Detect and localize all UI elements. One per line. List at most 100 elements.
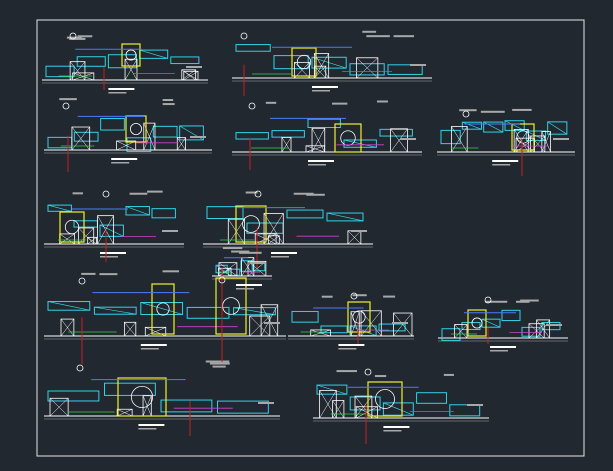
annotation-mark	[321, 295, 333, 298]
equipment-block	[294, 61, 310, 79]
equipment-cross	[263, 213, 284, 245]
view-02	[232, 30, 432, 96]
equipment-block	[541, 131, 551, 153]
fan-wheel-icon	[352, 310, 366, 324]
view-title-mark	[236, 284, 262, 286]
annotation-mark	[265, 101, 277, 104]
fan-wheel-icon	[130, 385, 154, 409]
fan-wheel-icon	[471, 317, 483, 329]
annotation-mark	[222, 247, 243, 250]
fan-wheel-icon	[222, 297, 240, 315]
view-bubble-icon	[462, 110, 470, 118]
annotation-mark	[546, 324, 562, 326]
equipment-cross	[49, 398, 69, 417]
view-scale-mark	[100, 256, 118, 258]
equipment-cross	[314, 53, 329, 79]
view-01	[42, 32, 208, 94]
duct-segment	[233, 307, 276, 316]
equipment-block	[71, 126, 91, 151]
view-03	[44, 98, 212, 172]
duct-segment	[93, 306, 137, 315]
annotation-mark	[362, 30, 377, 33]
duct-segment	[286, 209, 324, 219]
annotation-mark	[336, 370, 357, 373]
ahu-housing	[151, 283, 175, 335]
view-title-mark	[140, 344, 167, 346]
duct-segment	[387, 64, 423, 75]
annotation-mark	[383, 295, 396, 298]
annotation-mark	[351, 230, 367, 232]
duct-segment	[100, 118, 125, 131]
annotation-mark	[69, 37, 86, 40]
view-12	[313, 368, 489, 444]
equipment-cross	[347, 230, 362, 245]
equipment-cross	[78, 227, 94, 245]
duct-segment	[483, 121, 504, 133]
annotation-mark	[332, 102, 348, 105]
view-08	[44, 270, 286, 364]
annotation-mark	[393, 35, 415, 38]
equipment-cross	[536, 319, 550, 339]
duct-segment	[525, 130, 547, 141]
annotation-mark	[443, 373, 454, 376]
view-bubble-icon	[248, 102, 256, 110]
annotation-mark	[258, 402, 274, 404]
duct-transition	[94, 306, 137, 315]
equipment-cross	[311, 128, 325, 153]
equipment-cross	[541, 131, 551, 153]
duct-transition	[139, 49, 168, 59]
view-scale-mark	[236, 288, 254, 290]
equipment-block	[356, 57, 379, 79]
equipment-block	[249, 315, 271, 337]
duct-segment	[45, 65, 75, 78]
view-scale-mark	[383, 430, 402, 432]
view-05	[437, 108, 575, 176]
drawing-frame	[36, 19, 585, 457]
equipment-block	[454, 324, 468, 339]
annotation-mark	[515, 300, 530, 303]
view-title-mark	[383, 426, 410, 428]
annotation-mark	[520, 299, 539, 302]
annotation-mark	[374, 375, 387, 378]
fan-wheel-icon	[516, 130, 530, 144]
view-06	[44, 190, 184, 262]
equipment-block	[310, 329, 331, 337]
view-scale-mark	[138, 428, 157, 430]
duct-segment	[104, 382, 156, 396]
duct-segment	[349, 63, 385, 76]
duct-segment	[179, 125, 204, 141]
annotation-mark	[205, 360, 230, 363]
view-scale-mark	[111, 162, 130, 164]
equipment-cross	[177, 137, 186, 151]
ahu-housing	[215, 277, 247, 335]
duct-segment	[151, 208, 176, 219]
fan-wheel-icon	[129, 123, 142, 136]
annotation-mark	[162, 99, 174, 102]
view-scale-mark	[490, 350, 508, 352]
duct-transition	[462, 121, 482, 130]
duct-segment	[416, 392, 447, 404]
annotation-mark	[147, 190, 163, 193]
equipment-cross	[142, 395, 152, 417]
annotation-mark	[186, 66, 202, 68]
equipment-block	[72, 72, 95, 81]
duct-segment	[316, 384, 348, 395]
equipment-block	[390, 128, 408, 153]
duct-segment	[152, 125, 178, 138]
ahu-housing	[59, 211, 85, 243]
annotation-mark	[245, 191, 258, 194]
duct-segment	[349, 396, 381, 411]
view-title-mark	[492, 160, 519, 162]
equipment-cross	[60, 318, 75, 337]
ahu-housing	[467, 309, 487, 337]
view-bubble-icon	[69, 32, 77, 40]
duct-segment	[140, 302, 184, 315]
duct-segment	[240, 260, 253, 272]
duct-segment	[291, 310, 319, 323]
annotation-mark	[392, 322, 408, 324]
annotation-mark	[293, 192, 314, 195]
duct-segment	[160, 399, 213, 413]
annotation-mark	[77, 35, 93, 38]
duct-segment	[307, 118, 341, 128]
